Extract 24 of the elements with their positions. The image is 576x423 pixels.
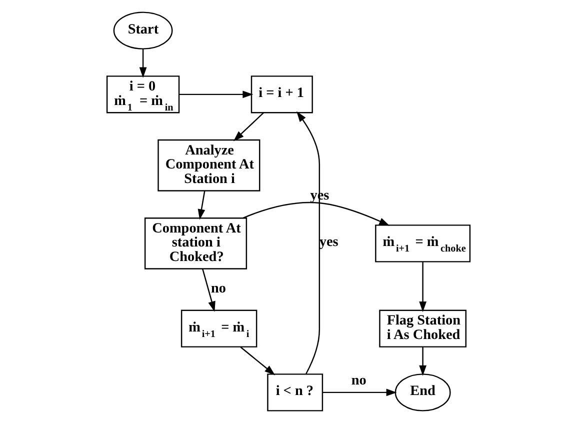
node-box: ṁ$_{i+1}$ = ṁ$_{choke}$ [374, 224, 470, 262]
arrow [242, 202, 390, 226]
node-box: Flag Station i As Choked [378, 310, 466, 348]
node-box: ṁ$_{i+1}$ = ṁ$_{i}$ [180, 310, 257, 348]
arrow [418, 262, 426, 312]
edge-label: no [210, 280, 226, 296]
arrow [418, 347, 426, 376]
edge-label: yes [318, 234, 338, 250]
node-box: Analyze Component At Station i [157, 139, 260, 192]
node-box: i = i + 1 [250, 76, 312, 114]
arrow [197, 190, 205, 220]
node-box: Component At station i Choked? [144, 217, 247, 270]
arrow [138, 49, 146, 78]
arrow [322, 388, 396, 396]
edge-label: no [350, 372, 366, 389]
node-box: i < n ? [266, 374, 323, 412]
arrow [232, 112, 264, 142]
arrow [296, 111, 320, 374]
node-box: i = 0 ṁ$_{1}$ = ṁ$_{in}$ [106, 76, 180, 114]
arrow [178, 90, 253, 98]
arrow [202, 268, 215, 312]
node-ellipse: End [394, 374, 450, 412]
arrow [240, 346, 275, 376]
node-ellipse: Start [112, 12, 172, 50]
